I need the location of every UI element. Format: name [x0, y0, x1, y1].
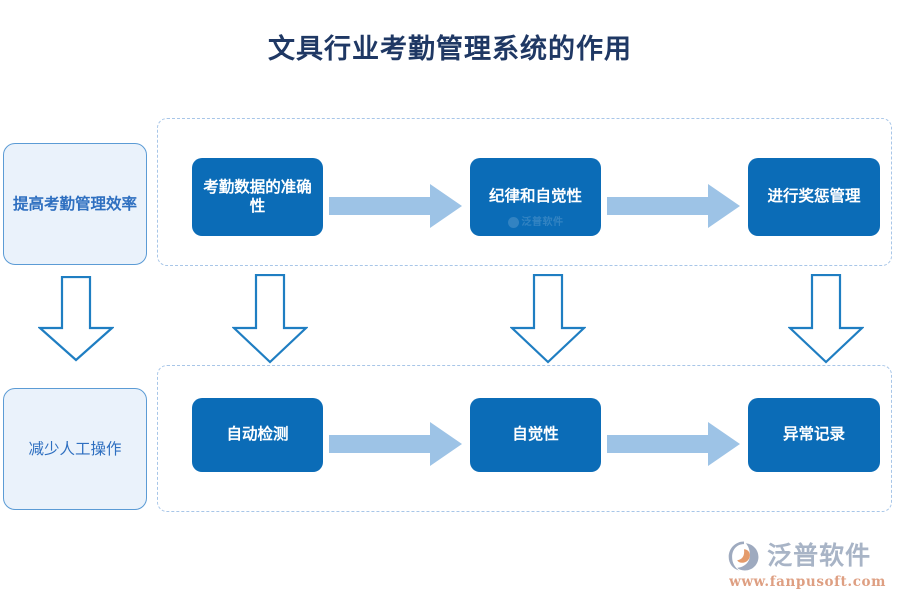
process-box-bottom-2[interactable]: 自觉性 [470, 398, 601, 472]
process-box-top-3[interactable]: 进行奖惩管理 [748, 158, 880, 236]
right-arrow-icon [329, 422, 462, 466]
bottom-group-container [157, 365, 892, 512]
right-arrow-icon [607, 422, 740, 466]
process-box-label: 进行奖惩管理 [767, 187, 861, 206]
brand-logo: 泛普软件 www.fanpusoft.com [727, 539, 886, 590]
process-box-top-2[interactable]: 纪律和自觉性 泛普软件 [470, 158, 601, 236]
process-box-bottom-3[interactable]: 异常记录 [748, 398, 880, 472]
side-box-label: 减少人工操作 [28, 439, 122, 458]
box-watermark: 泛普软件 [507, 216, 564, 230]
down-arrow-icon [232, 274, 308, 364]
right-arrow-icon [329, 184, 462, 228]
process-box-bottom-1[interactable]: 自动检测 [192, 398, 323, 472]
process-box-label: 自觉性 [512, 425, 559, 444]
process-box-label: 异常记录 [782, 425, 845, 444]
process-box-label: 考勤数据的准确性 [203, 177, 312, 215]
fanpu-logo-icon [728, 541, 759, 571]
process-box-top-1[interactable]: 考勤数据的准确性 [192, 158, 323, 236]
down-arrow-icon [510, 274, 586, 364]
brand-mark-icon [507, 217, 519, 229]
brand-name: 泛普软件 [767, 541, 872, 570]
down-arrow-icon [788, 274, 864, 364]
side-box-reduce-manual-work[interactable]: 减少人工操作 [3, 388, 147, 510]
brand-row: 泛普软件 [727, 539, 871, 573]
process-box-label: 自动检测 [226, 425, 289, 444]
brand-url: www.fanpusoft.com [729, 574, 886, 590]
down-arrow-icon [38, 276, 114, 362]
process-box-label: 纪律和自觉性 [488, 187, 582, 206]
box-watermark-text: 泛普软件 [521, 216, 564, 228]
side-box-label: 提高考勤管理效率 [12, 194, 137, 213]
top-group-container [157, 118, 892, 266]
side-box-improve-efficiency[interactable]: 提高考勤管理效率 [3, 143, 147, 265]
right-arrow-icon [607, 184, 740, 228]
page-title: 文具行业考勤管理系统的作用 [268, 34, 632, 65]
